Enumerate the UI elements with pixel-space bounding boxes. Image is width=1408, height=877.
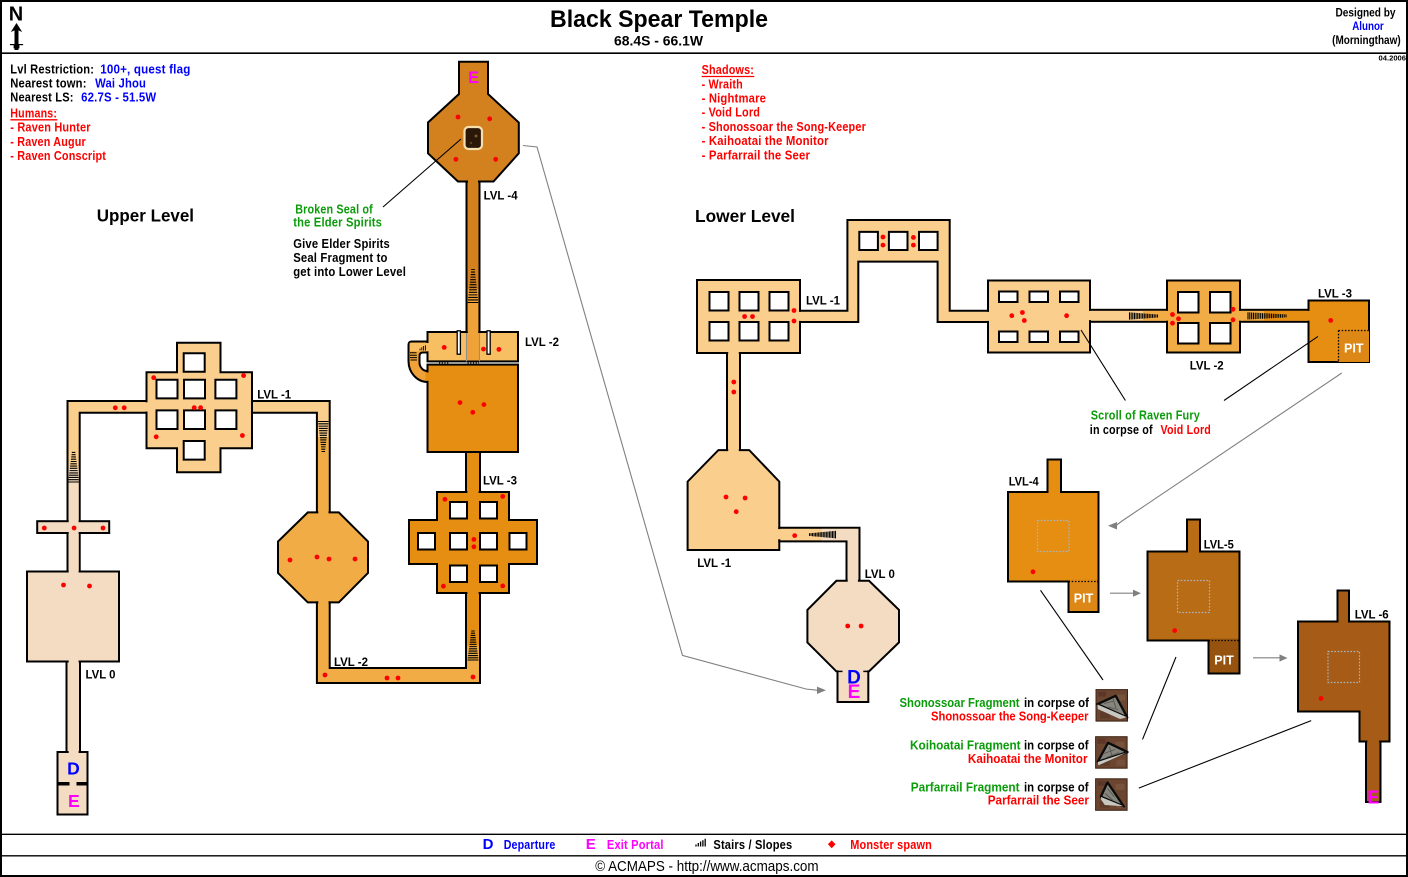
svg-text:LVL-5: LVL-5 [1204,538,1234,552]
svg-text:Kaihoatai the Monitor: Kaihoatai the Monitor [968,751,1088,766]
svg-text:Shonossoar Fragment: Shonossoar Fragment [900,695,1021,710]
svg-text:Exit Portal: Exit Portal [607,837,664,852]
svg-text:in corpse of: in corpse of [1024,695,1090,710]
svg-text:Departure: Departure [504,837,556,852]
svg-text:100+, quest flag: 100+, quest flag [100,61,190,76]
svg-text:Designed by: Designed by [1336,5,1396,19]
svg-text:- Raven Conscript: - Raven Conscript [10,148,106,163]
svg-text:04.2006: 04.2006 [1379,53,1406,62]
svg-text:- Raven Hunter: - Raven Hunter [10,120,90,135]
svg-text:Parfarrail the Seer: Parfarrail the Seer [988,793,1089,808]
svg-text:PIT: PIT [1074,591,1094,606]
svg-text:- Raven Augur: - Raven Augur [10,134,86,149]
svg-text:LVL -1: LVL -1 [806,294,840,308]
svg-text:Black Spear Temple: Black Spear Temple [550,6,768,33]
svg-text:E: E [468,69,479,87]
svg-text:Alunor: Alunor [1352,19,1384,33]
svg-text:LVL 0: LVL 0 [86,668,116,682]
svg-text:Nearest LS:: Nearest LS: [10,90,73,105]
svg-text:Wai Jhou: Wai Jhou [95,76,146,91]
svg-text:in corpse of: in corpse of [1024,737,1089,752]
svg-text:Monster spawn: Monster spawn [850,837,932,852]
svg-text:LVL -3: LVL -3 [1318,287,1352,301]
svg-text:- Parfarrail the Seer: - Parfarrail the Seer [702,147,811,162]
svg-text:LVL 0: LVL 0 [865,567,895,581]
svg-text:LVL -2: LVL -2 [525,335,559,349]
svg-text:68.4S - 66.1W: 68.4S - 66.1W [614,33,703,48]
svg-text:the Elder Spirits: the Elder Spirits [293,215,382,230]
svg-text:LVL -3: LVL -3 [483,474,517,488]
svg-text:LVL -4: LVL -4 [484,189,518,203]
svg-text:Seal Fragment to: Seal Fragment to [293,250,387,265]
svg-text:PIT: PIT [1344,340,1364,355]
svg-text:- Wraith: - Wraith [702,76,743,91]
svg-text:in corpse of: in corpse of [1090,422,1153,437]
svg-text:Parfarrail Fragment: Parfarrail Fragment [911,780,1020,795]
svg-text:Stairs / Slopes: Stairs / Slopes [713,837,792,852]
svg-text:- Shonossoar the Song-Keeper: - Shonossoar the Song-Keeper [702,119,866,134]
svg-text:LVL -6: LVL -6 [1355,607,1389,621]
svg-text:Koihoatai Fragment: Koihoatai Fragment [910,737,1021,752]
svg-text:- Void Lord: - Void Lord [702,105,761,120]
svg-text:E: E [68,791,80,811]
svg-text:(Morningthaw): (Morningthaw) [1332,33,1401,47]
svg-text:Broken Seal of: Broken Seal of [295,202,373,217]
svg-text:get into Lower Level: get into Lower Level [293,264,406,279]
svg-text:Upper Level: Upper Level [97,206,194,226]
svg-text:Give Elder Spirits: Give Elder Spirits [293,236,390,251]
svg-text:N: N [9,4,23,26]
svg-text:Void Lord: Void Lord [1161,422,1212,437]
svg-text:E: E [848,682,861,703]
svg-text:Lvl Restriction:: Lvl Restriction: [10,61,94,76]
svg-text:Shonossoar the Song-Keeper: Shonossoar the Song-Keeper [931,708,1089,723]
svg-text:D: D [847,667,861,688]
svg-text:- Kaihoatai the Monitor: - Kaihoatai the Monitor [702,133,829,148]
svg-text:LVL -1: LVL -1 [257,388,291,402]
svg-text:Scroll of Raven Fury: Scroll of Raven Fury [1091,408,1201,423]
svg-text:D: D [483,836,494,853]
svg-text:LVL-4: LVL-4 [1009,475,1039,489]
svg-text:PIT: PIT [1214,653,1234,668]
svg-text:Shadows:: Shadows: [702,62,755,77]
svg-text:in corpse of: in corpse of [1024,780,1089,795]
svg-text:62.7S - 51.5W: 62.7S - 51.5W [81,90,157,105]
svg-text:© ACMAPS - http://www.acmaps.c: © ACMAPS - http://www.acmaps.com [595,858,818,875]
svg-text:LVL -2: LVL -2 [334,655,368,669]
svg-text:D: D [67,758,80,778]
svg-text:- Nightmare: - Nightmare [702,91,767,106]
svg-text:LVL -1: LVL -1 [697,556,731,570]
svg-text:E: E [1367,788,1379,808]
svg-text:Humans:: Humans: [10,105,57,120]
svg-text:LVL -2: LVL -2 [1190,359,1224,373]
svg-text:Nearest town:: Nearest town: [10,76,86,91]
svg-text:E: E [586,836,596,853]
svg-text:Lower Level: Lower Level [695,206,795,226]
